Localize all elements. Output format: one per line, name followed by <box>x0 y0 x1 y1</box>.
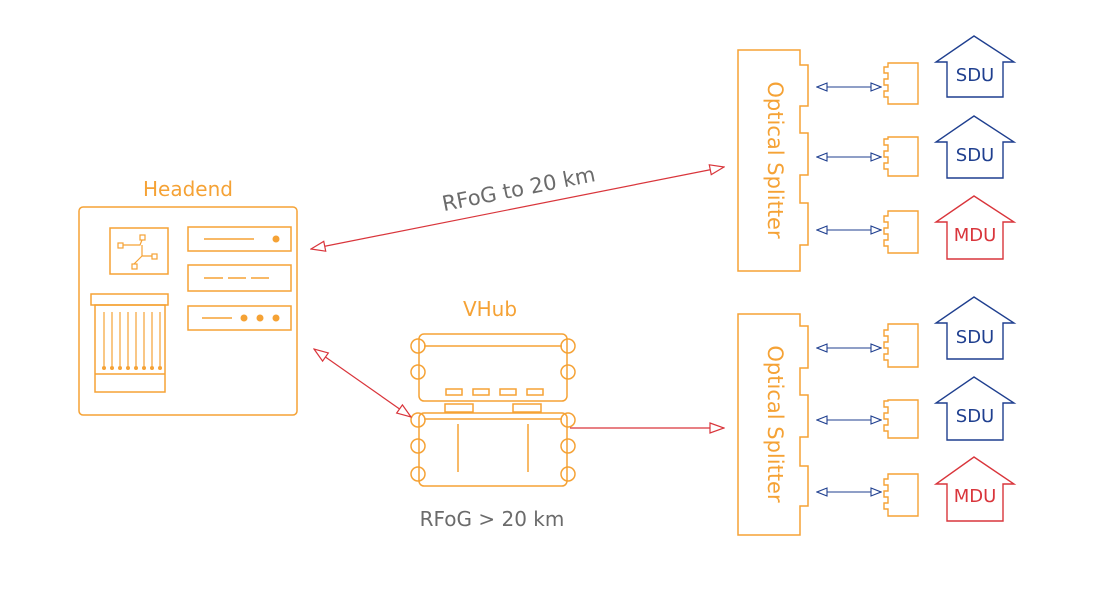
home-label: SDU <box>956 327 994 348</box>
home-label: MDU <box>954 486 997 507</box>
vhub-icon <box>410 333 576 487</box>
home-label: SDU <box>956 406 994 427</box>
home-sdu-4: SDU <box>933 376 1017 441</box>
headend-label: Headend <box>143 177 233 201</box>
house-icon <box>933 296 1017 360</box>
house-icon <box>933 456 1017 522</box>
home-mdu-1: MDU <box>933 195 1017 260</box>
house-icon <box>933 376 1017 441</box>
headend-icon <box>78 206 298 416</box>
headend-vhub-link <box>314 349 411 417</box>
optical-splitter-bottom: Optical Splitter <box>737 313 809 536</box>
house-icon <box>933 35 1017 98</box>
home-sdu-1: SDU <box>933 35 1017 98</box>
splitter-label-top: Optical Splitter <box>763 81 787 239</box>
house-icon <box>933 195 1017 260</box>
home-label: SDU <box>956 65 994 86</box>
rfog-direct-link <box>311 167 724 249</box>
rfog-extended-label: RFoG > 20 km <box>420 507 565 531</box>
house-icon <box>933 115 1017 179</box>
home-sdu-3: SDU <box>933 296 1017 360</box>
optical-splitter-top: Optical Splitter <box>737 49 809 272</box>
ont-modules <box>883 62 919 517</box>
drop-links <box>817 87 881 492</box>
home-label: MDU <box>954 225 997 246</box>
home-label: SDU <box>956 145 994 166</box>
home-mdu-2: MDU <box>933 456 1017 522</box>
home-sdu-2: SDU <box>933 115 1017 179</box>
vhub-label: VHub <box>463 297 517 321</box>
splitter-label-bottom: Optical Splitter <box>763 345 787 503</box>
